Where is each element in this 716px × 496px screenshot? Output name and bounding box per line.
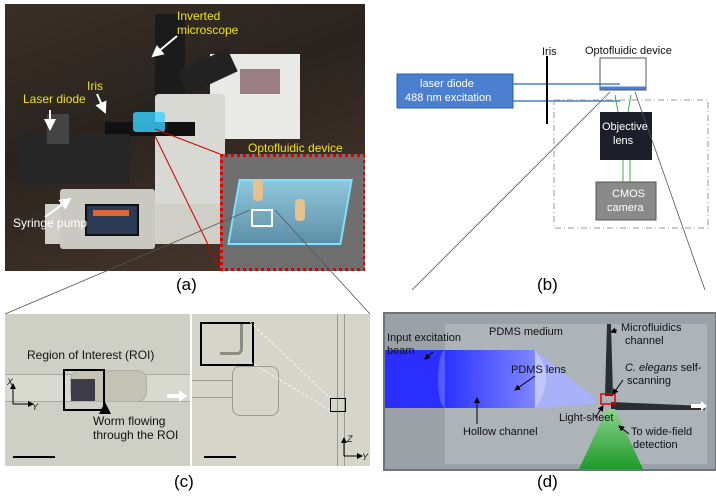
axis-y2-label: Y [362, 452, 369, 462]
label-iris: Iris [87, 79, 103, 93]
inset-tube-1 [253, 179, 263, 201]
inset-tube-2 [295, 199, 305, 221]
microfluidic-channel-vertical [605, 324, 613, 396]
hollow-channel-label: Hollow channel [463, 426, 538, 438]
pdms-medium-label: PDMS medium [489, 326, 563, 338]
microfluidics-label-1: Microfluidics [621, 322, 682, 334]
roi-label: Region of Interest (ROI) [27, 348, 155, 362]
worm-label-2: through the ROI [93, 428, 179, 442]
light-sheet-box [600, 393, 616, 405]
panel-c-right-lines [249, 321, 363, 459]
panel-c-left-arrows [10, 383, 187, 414]
laser-label-2: 488 nm excitation [405, 92, 492, 104]
arrow-syringe-pump [44, 197, 72, 218]
optics-rail [20, 134, 130, 184]
celegans-label-1: C. elegans self- [625, 362, 702, 374]
cmos-camera-box [595, 181, 657, 221]
label-syringe-pump: Syringe pump [13, 216, 88, 230]
caption-d: (d) [537, 472, 558, 491]
microfluidics-label-2: channel [625, 335, 664, 347]
horizontal-channel [192, 380, 232, 398]
vertical-channel [337, 314, 345, 466]
device-box [599, 57, 647, 91]
axis-y-label: Y [32, 402, 39, 412]
arrow-iris [95, 93, 107, 114]
flow-arrow [167, 390, 187, 402]
light-sheet-label: Light-sheet [559, 412, 614, 424]
pdms-lens-label: PDMS lens [511, 364, 567, 376]
objective-lens-box [600, 112, 652, 160]
input-beam-label-2: beam [387, 345, 415, 357]
zoom-inset [200, 322, 254, 366]
scale-bar-left [13, 456, 55, 458]
input-beam-label-1: Input excitation [387, 332, 461, 344]
pump-screen-bar [93, 210, 129, 216]
label-inverted-microscope: Inverted microscope [177, 9, 239, 37]
caption-a: (a) [176, 275, 197, 294]
laser-label-1: laser diode [420, 78, 474, 90]
device-label-b: Optofluidic device [585, 45, 672, 57]
iris-label-b: Iris [542, 46, 557, 58]
small-roi-box [330, 398, 346, 412]
microfluidic-channel-horizontal [611, 402, 705, 410]
scale-bar-right [204, 456, 236, 458]
objective-label-2: lens [613, 135, 634, 147]
red-connector-1 [154, 128, 221, 155]
celegans-label-2: scanning [627, 375, 672, 387]
input-beam [385, 350, 445, 408]
axis-x-label: X [7, 377, 14, 387]
roi-box [63, 369, 105, 411]
blue-light [133, 112, 165, 132]
widefield-label-1: To wide-field [631, 426, 693, 438]
label-laser-diode: Laser diode [23, 92, 86, 106]
axis-z-label: Z [347, 434, 353, 444]
caption-b: (b) [537, 275, 558, 294]
panel-c-left: Region of Interest (ROI) Worm flowing th… [5, 314, 190, 466]
chamber [232, 366, 279, 416]
pdms-lens-cone [535, 350, 595, 408]
hollow-channel-beam [445, 350, 535, 408]
arrow-inverted-microscope [151, 35, 178, 58]
screen-image [240, 69, 280, 94]
worm-label-1: Worm flowing [93, 414, 166, 428]
panel-a-photo: Inverted microscope Iris Laser diode Opt… [5, 4, 365, 271]
panel-d-drawing [385, 324, 707, 469]
red-connector-2 [154, 135, 221, 270]
detection-cone [579, 409, 643, 469]
laser-diode-box [396, 73, 514, 109]
dashed-enclosure [553, 99, 709, 229]
cmos-label-1: CMOS [612, 188, 645, 200]
objective-label-1: Objective [602, 121, 648, 133]
a-to-c-connectors [4, 209, 371, 315]
widefield-label-2: detection [633, 439, 678, 451]
device-inset [220, 154, 365, 271]
caption-c: (c) [174, 472, 194, 491]
panel-a-arrows [44, 35, 221, 270]
inset-roi-box [251, 209, 273, 227]
label-optofluidic-device: Optofluidic device [248, 141, 343, 155]
microscope-column [155, 14, 185, 109]
cmos-label-2: camera [607, 202, 644, 214]
panel-d: Input excitation beam PDMS medium PDMS l… [383, 312, 716, 471]
panel-c-right: Z Y [192, 314, 370, 466]
pump-screen [85, 204, 139, 236]
panel-b-schematic [396, 56, 709, 290]
